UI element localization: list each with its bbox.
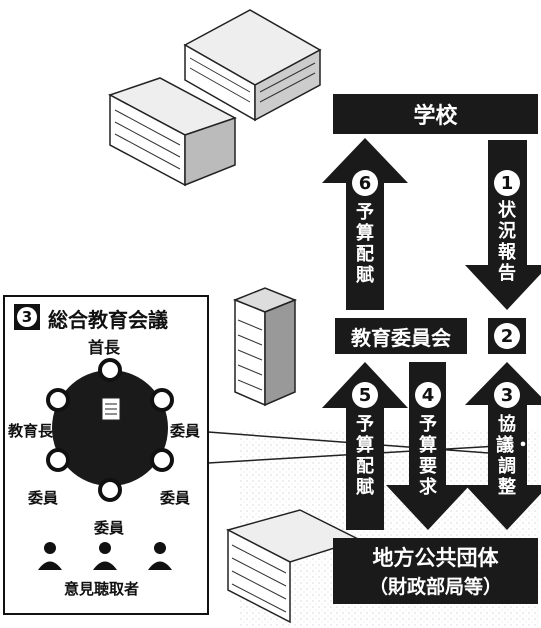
arrow-6-up <box>322 138 408 310</box>
council-title: 総合教育会議 <box>48 308 168 332</box>
board-label-box: 教育委員会 <box>335 318 467 354</box>
arrow-5-num: 5 <box>352 382 378 408</box>
arrow-3-updown <box>465 362 541 530</box>
board-num: 2 <box>494 323 520 349</box>
school-label: 学校 <box>413 104 458 129</box>
person-icon <box>38 542 172 570</box>
local-gov-line1: 地方公共団体 <box>372 546 499 570</box>
local-gov-label-box: 地方公共団体 （財政部局等） <box>333 538 538 604</box>
board-label: 教育委員会 <box>351 325 451 350</box>
board-num-box: 2 <box>488 318 526 354</box>
arrow-1-down <box>465 140 541 310</box>
arrow-5-up <box>322 362 408 530</box>
round-table <box>52 370 168 486</box>
office-tower-illustration <box>232 287 298 407</box>
council-num-badge: 3 <box>14 304 40 330</box>
arrow-4-text: 予算要求 <box>419 414 437 498</box>
arrow-1-num: 1 <box>494 170 520 196</box>
arrow-3-num: 3 <box>494 382 520 408</box>
council-hearing-label: 意見聴取者 <box>64 580 140 598</box>
arrow-1-text: 状況報告 <box>498 200 516 284</box>
arrow-4-num: 4 <box>415 382 441 408</box>
arrow-5-text: 予算配賦 <box>356 414 374 498</box>
council-member-left-bottom: 委員 <box>28 489 59 507</box>
council-member-bottom: 委員 <box>94 519 125 537</box>
arrow-6-text: 予算配賦 <box>356 202 374 286</box>
arrow-3-text: 協議・調整 <box>496 414 532 498</box>
arrow-4-down <box>386 362 470 530</box>
council-member-right-bottom: 委員 <box>160 489 191 507</box>
council-num: 3 <box>17 307 37 327</box>
school-building-illustration <box>108 9 322 187</box>
council-member-right-top: 委員 <box>170 422 201 440</box>
school-label-box: 学校 <box>333 94 538 134</box>
seat-icons <box>46 358 174 502</box>
arrow-6-num: 6 <box>352 170 378 196</box>
local-gov-building-illustration <box>225 509 362 624</box>
local-gov-line2: （財政部局等） <box>368 575 502 598</box>
council-edu-chief-label: 教育長 <box>8 422 54 440</box>
council-head-label: 首長 <box>88 338 121 357</box>
